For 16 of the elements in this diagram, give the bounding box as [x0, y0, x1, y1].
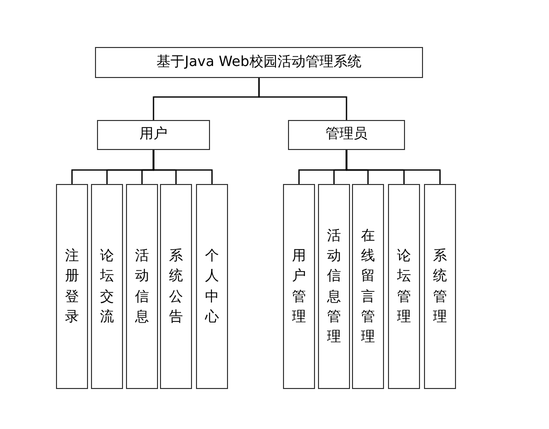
module-box: 活动信息	[126, 184, 158, 389]
connector-line	[152, 150, 213, 184]
module-box: 个人中心	[196, 184, 228, 389]
module-box: 用户管理	[283, 184, 315, 389]
module-box: 系统管理	[424, 184, 456, 389]
module-box: 活动信息管理	[318, 184, 350, 389]
connector-line	[346, 150, 441, 184]
connector-line	[258, 78, 348, 120]
module-box: 注册登录	[56, 184, 88, 389]
module-box: 在线留言管理	[352, 184, 384, 389]
module-box: 论坛管理	[388, 184, 420, 389]
category-box: 管理员	[288, 120, 405, 150]
module-box: 论坛交流	[91, 184, 123, 389]
title-box: 基于Java Web校园活动管理系统	[95, 47, 423, 78]
category-box: 用户	[97, 120, 210, 150]
module-box: 系统公告	[160, 184, 192, 389]
